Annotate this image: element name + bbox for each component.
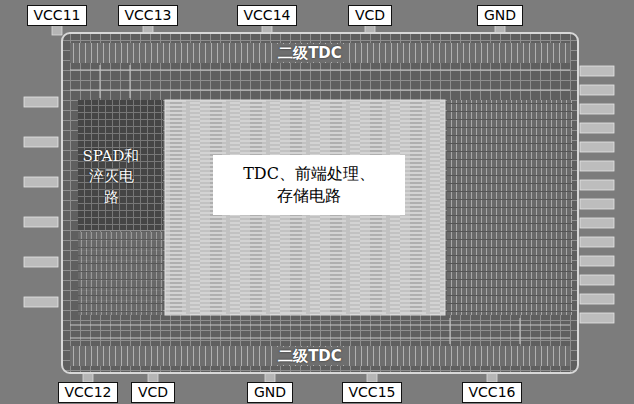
bias-region: [78, 232, 163, 315]
pin-name: VCD: [355, 7, 385, 23]
pin-label: VCC13: [118, 5, 179, 26]
pin-name: VCC12: [65, 384, 112, 400]
die-outline: [62, 33, 578, 373]
bottom-tdc-band: [70, 346, 570, 366]
right-pads: [580, 66, 614, 323]
pin-name: VCC15: [349, 384, 396, 400]
pin-label: VCD: [348, 5, 392, 26]
pin-label: VCC16: [462, 382, 523, 403]
pin-label: VCC14: [237, 5, 298, 26]
spad-region: [78, 100, 163, 230]
pin-name: VCC16: [469, 384, 516, 400]
left-pads: [24, 97, 58, 307]
pin-label: VCC12: [58, 382, 119, 403]
band-label: 二级TDC: [274, 44, 346, 62]
pin-label: VCC11: [27, 5, 88, 26]
block-text: TDC、前端处理、存储电路: [239, 163, 379, 206]
pin-label: VCC15: [342, 382, 403, 403]
top-tdc-band: [70, 43, 570, 63]
pin-name: VCD: [138, 384, 168, 400]
logic-region: [447, 100, 572, 315]
routing-lines: [70, 65, 570, 344]
region-label: SPAD和淬灭电路: [82, 146, 140, 207]
pin-label: GND: [477, 5, 523, 26]
pin-name: VCC11: [34, 7, 81, 23]
pin-label: GND: [247, 382, 293, 403]
circuit-block-label: TDC、前端处理、存储电路: [213, 155, 405, 215]
pin-name: GND: [484, 7, 516, 23]
pin-name: VCC13: [125, 7, 172, 23]
core-region: [165, 100, 445, 315]
band-label: 二级TDC: [274, 347, 346, 365]
pin-name: GND: [254, 384, 286, 400]
pin-name: VCC14: [244, 7, 291, 23]
pin-label: VCD: [131, 382, 175, 403]
